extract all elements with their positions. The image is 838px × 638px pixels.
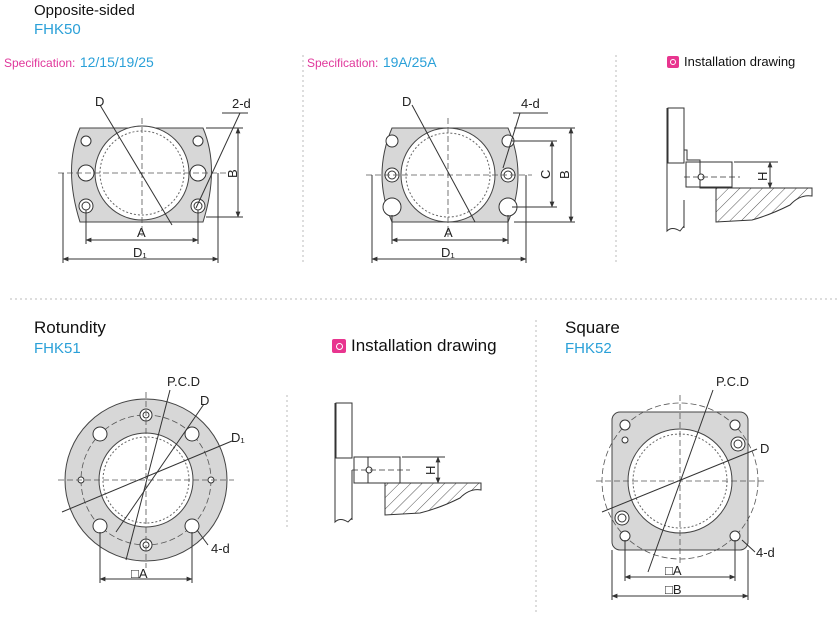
dim-4-d: 4-d bbox=[211, 541, 230, 556]
dim-c: C bbox=[538, 170, 553, 179]
model-code-fhk50: FHK50 bbox=[34, 21, 81, 38]
spec-label: Specification: bbox=[4, 56, 76, 70]
model-code-fhk51: FHK51 bbox=[34, 340, 81, 357]
dim-square-b: □B bbox=[665, 582, 682, 597]
circle-bullet-icon bbox=[332, 339, 346, 353]
installation-drawing-1 bbox=[666, 107, 813, 233]
dim-d: D bbox=[95, 94, 104, 109]
installation-drawing-heading-2: Installation drawing bbox=[332, 336, 497, 356]
dim-2-d: 2-d bbox=[232, 96, 251, 111]
dim-square-a: □A bbox=[131, 566, 148, 581]
section-title-opposite-sided: Opposite-sided bbox=[34, 2, 135, 19]
section-title-square: Square bbox=[565, 318, 620, 337]
fhk52-drawing bbox=[596, 389, 766, 600]
dim-b: B bbox=[557, 170, 572, 179]
dim-h: H bbox=[755, 172, 770, 181]
dim-d1: D₁ bbox=[133, 245, 147, 260]
section-title-rotundity: Rotundity bbox=[34, 318, 106, 337]
dim-a: A bbox=[444, 225, 453, 240]
dim-a: A bbox=[137, 225, 146, 240]
dividers bbox=[10, 55, 838, 612]
installation-drawing-heading-1: Installation drawing bbox=[667, 54, 795, 69]
dim-b: B bbox=[225, 169, 240, 178]
dim-pcd: P.C.D bbox=[716, 374, 749, 389]
spec-value: 12/15/19/25 bbox=[79, 54, 154, 70]
fhk50-drawing-2 bbox=[366, 104, 575, 263]
dim-h: H bbox=[423, 466, 438, 475]
dim-d1: D₁ bbox=[441, 245, 455, 260]
model-code-fhk52: FHK52 bbox=[565, 340, 612, 357]
dim-4-d: 4-d bbox=[756, 545, 775, 560]
dim-pcd: P.C.D bbox=[167, 374, 200, 389]
spec-1: Specification: 12/15/19/25 bbox=[4, 54, 154, 72]
fhk51-drawing bbox=[58, 389, 234, 583]
dim-square-a: □A bbox=[665, 563, 682, 578]
dim-d: D bbox=[402, 94, 411, 109]
circle-bullet-icon bbox=[667, 55, 679, 68]
spec-label: Specification: bbox=[307, 56, 379, 70]
dim-d: D bbox=[200, 393, 209, 408]
spec-2: Specification: 19A/25A bbox=[307, 54, 437, 72]
dim-4-d: 4-d bbox=[521, 96, 540, 111]
dim-d1: D₁ bbox=[231, 430, 245, 445]
installation-drawing-2 bbox=[334, 402, 482, 524]
dim-d: D bbox=[760, 441, 769, 456]
fhk50-drawing-1 bbox=[58, 104, 248, 263]
installation-label: Installation drawing bbox=[684, 54, 796, 69]
installation-label: Installation drawing bbox=[351, 336, 497, 355]
spec-value: 19A/25A bbox=[382, 54, 437, 70]
